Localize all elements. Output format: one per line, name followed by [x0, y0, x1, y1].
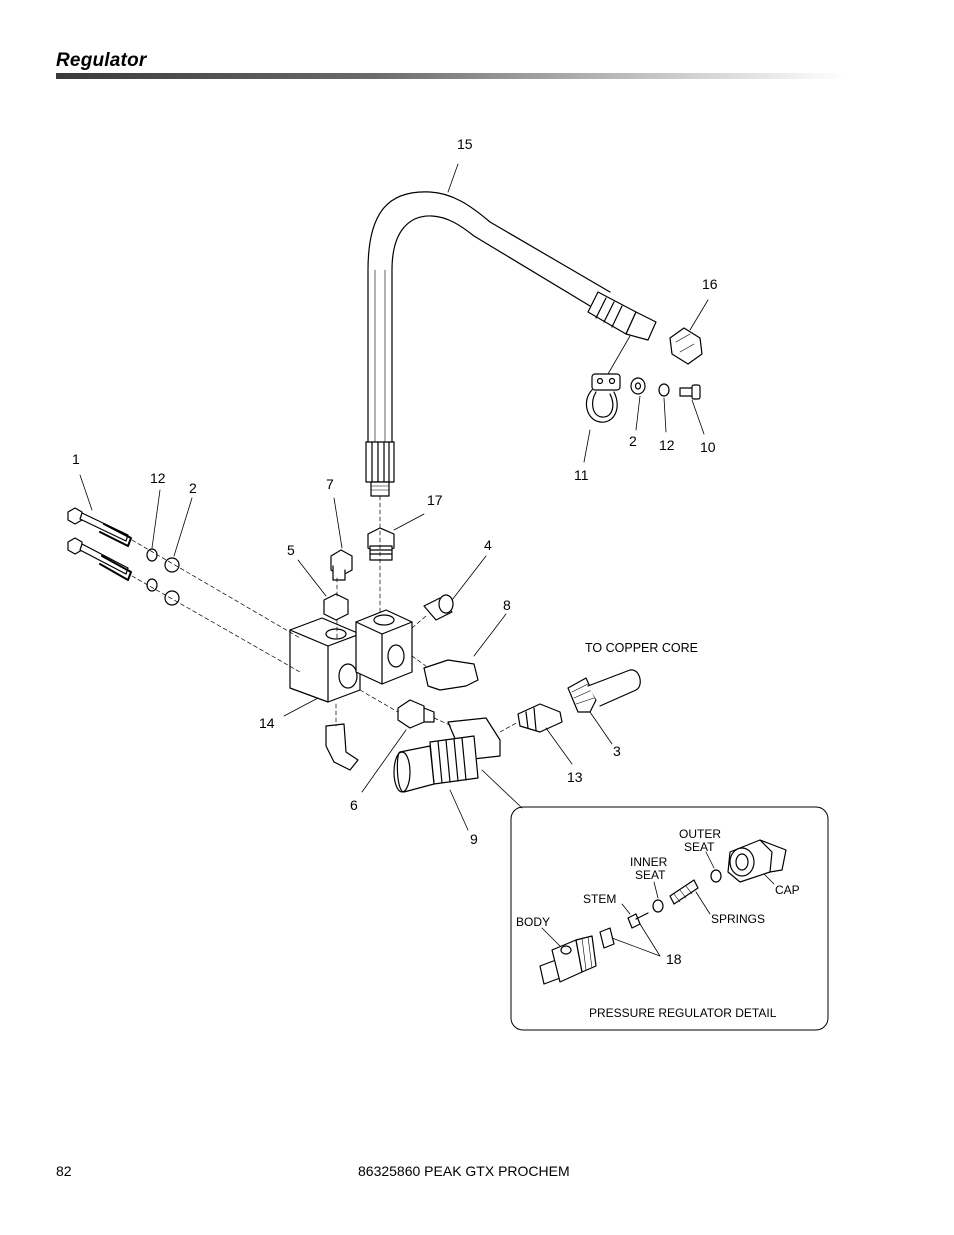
stem-label: STEM — [583, 892, 616, 906]
label-7: 7 — [326, 476, 334, 492]
fitting-part-13 — [517, 703, 563, 733]
copper-core-tube — [587, 669, 641, 707]
label-5: 5 — [287, 542, 295, 558]
detail-outer-seat — [710, 869, 722, 883]
detail-caption: PRESSURE REGULATOR DETAIL — [589, 1006, 777, 1020]
regulator-body-part-9 — [393, 717, 501, 793]
springs-label: SPRINGS — [711, 912, 765, 926]
header-rule — [56, 73, 844, 79]
label-11: 11 — [574, 467, 589, 483]
label-16: 16 — [702, 276, 718, 292]
nipple-part-6 — [397, 699, 435, 729]
lock-washer-part-12 — [658, 383, 670, 397]
manifold-block-part-14 — [289, 609, 413, 703]
pressure-regulator-detail-box — [510, 806, 829, 1031]
label-2-left: 2 — [189, 480, 197, 496]
screw-part-10 — [679, 384, 701, 400]
label-2-top: 2 — [629, 433, 637, 449]
outer-seat-label-2: SEAT — [684, 840, 715, 854]
body-label: BODY — [516, 915, 550, 929]
document-id: 86325860 PEAK GTX PROCHEM — [358, 1163, 570, 1179]
label-1: 1 — [72, 451, 80, 467]
label-13: 13 — [567, 769, 583, 785]
elbow-part-8 — [423, 659, 479, 691]
label-8: 8 — [503, 597, 511, 613]
detail-cap — [727, 839, 787, 883]
nut-part-5 — [323, 593, 349, 621]
strainer-part-3 — [567, 677, 597, 713]
label-12-top: 12 — [659, 437, 675, 453]
label-17: 17 — [427, 492, 443, 508]
label-14: 14 — [259, 715, 275, 731]
hex-nut-part-16 — [669, 327, 703, 365]
label-3: 3 — [613, 743, 621, 759]
label-4: 4 — [484, 537, 492, 553]
fitting-part-17 — [367, 527, 395, 561]
outer-seat-label-1: OUTER — [679, 827, 721, 841]
page-title: Regulator — [56, 50, 147, 71]
hose-part-15 — [365, 191, 657, 497]
detail-body-part — [539, 935, 597, 985]
washer-part-2 — [630, 377, 646, 395]
page-number: 82 — [56, 1163, 72, 1179]
label-15: 15 — [457, 136, 473, 152]
to-copper-core-label: TO COPPER CORE — [585, 641, 698, 655]
lower-elbow — [325, 723, 359, 771]
label-9: 9 — [470, 831, 478, 847]
clamp-part-11 — [585, 373, 621, 423]
label-18: 18 — [666, 951, 682, 967]
cap-label: CAP — [775, 883, 800, 897]
label-10: 10 — [700, 439, 716, 455]
label-6: 6 — [350, 797, 358, 813]
detail-inner-seat — [652, 899, 664, 913]
elbow-part-7 — [330, 549, 353, 581]
detail-springs — [669, 879, 699, 905]
inner-seat-label-1: INNER — [630, 855, 668, 869]
bolts-part-1 — [67, 507, 132, 581]
label-12-left: 12 — [150, 470, 166, 486]
inner-seat-label-2: SEAT — [635, 868, 666, 882]
nipple-part-4 — [423, 594, 454, 621]
